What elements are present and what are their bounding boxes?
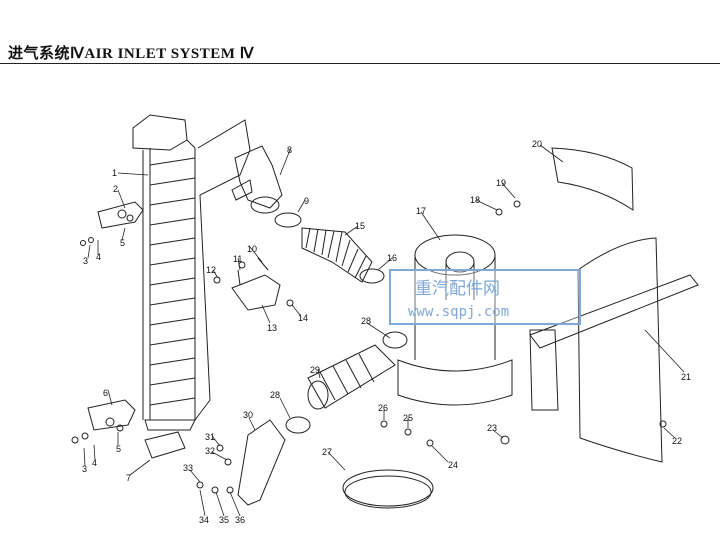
page-title: 进气系统ⅣAIR INLET SYSTEM Ⅳ [8, 46, 255, 62]
callout-5: 5 [120, 238, 125, 248]
clamp-ring-part [359, 268, 385, 284]
callout-1: 1 [112, 168, 117, 178]
seal-ring-part [274, 212, 302, 228]
callout-12: 12 [206, 265, 216, 275]
callout-15: 15 [355, 221, 365, 231]
air-filter-part [397, 234, 513, 406]
callout-3: 3 [83, 256, 88, 266]
callout-31: 31 [205, 432, 215, 442]
callout-17: 17 [416, 206, 426, 216]
callout-11: 11 [233, 254, 242, 264]
callout-23: 23 [487, 423, 497, 433]
callout-8: 8 [287, 145, 292, 155]
callout-35: 35 [219, 515, 229, 525]
hose-clamp-part-lower [285, 416, 311, 434]
callout-2: 2 [113, 184, 118, 194]
bolt-lines [237, 257, 269, 286]
lower-bracket-part [71, 399, 136, 444]
callout-29: 29 [310, 365, 320, 375]
callout-27: 27 [322, 447, 332, 457]
band-clamp-part [342, 469, 434, 509]
callout-34: 34 [199, 515, 209, 525]
callout-6: 6 [103, 388, 108, 398]
fasteners [196, 200, 667, 494]
callout-20: 20 [532, 139, 542, 149]
callout-14: 14 [298, 313, 308, 323]
hose-clamp-part [382, 331, 408, 349]
intake-duct-part [132, 114, 196, 431]
callout-33: 33 [183, 463, 193, 473]
elbow-part [231, 145, 283, 214]
elbow-pipe-part [237, 419, 286, 506]
upper-bracket-part [80, 201, 144, 246]
callout-5-lower: 5 [116, 444, 121, 454]
callout-13: 13 [267, 323, 277, 333]
support-bracket-part [231, 274, 281, 311]
callout-30: 30 [243, 410, 253, 420]
callout-26: 26 [378, 403, 388, 413]
callout-22: 22 [672, 436, 682, 446]
mount-bracket-part [529, 237, 699, 463]
callout-9: 9 [304, 196, 309, 206]
callout-24: 24 [448, 460, 458, 470]
corrugated-hose-part [301, 227, 373, 283]
callout-32: 32 [205, 446, 215, 456]
watermark-box [389, 269, 581, 325]
callout-18: 18 [470, 195, 480, 205]
bracket-outline [194, 119, 251, 421]
watermark-line2: www.sqpj.com [408, 304, 509, 320]
upper-strap-part [551, 147, 634, 211]
callout-36: 36 [235, 515, 245, 525]
callout-19: 19 [496, 178, 506, 188]
leader-lines [83, 144, 685, 517]
callout-4: 4 [96, 252, 101, 262]
block-part [144, 431, 186, 459]
hose-part [307, 344, 396, 410]
watermark-line1: 重汽配件网 [415, 279, 500, 299]
callout-28: 28 [361, 316, 371, 326]
callout-21: 21 [681, 372, 691, 382]
callout-28-lower: 28 [270, 390, 280, 400]
callout-4-lower: 4 [92, 458, 97, 468]
title-rule [0, 63, 720, 64]
callout-16: 16 [387, 253, 397, 263]
callout-25: 25 [403, 413, 413, 423]
callout-7: 7 [126, 473, 131, 483]
callout-10: 10 [247, 244, 257, 254]
callout-3-lower: 3 [82, 464, 87, 474]
